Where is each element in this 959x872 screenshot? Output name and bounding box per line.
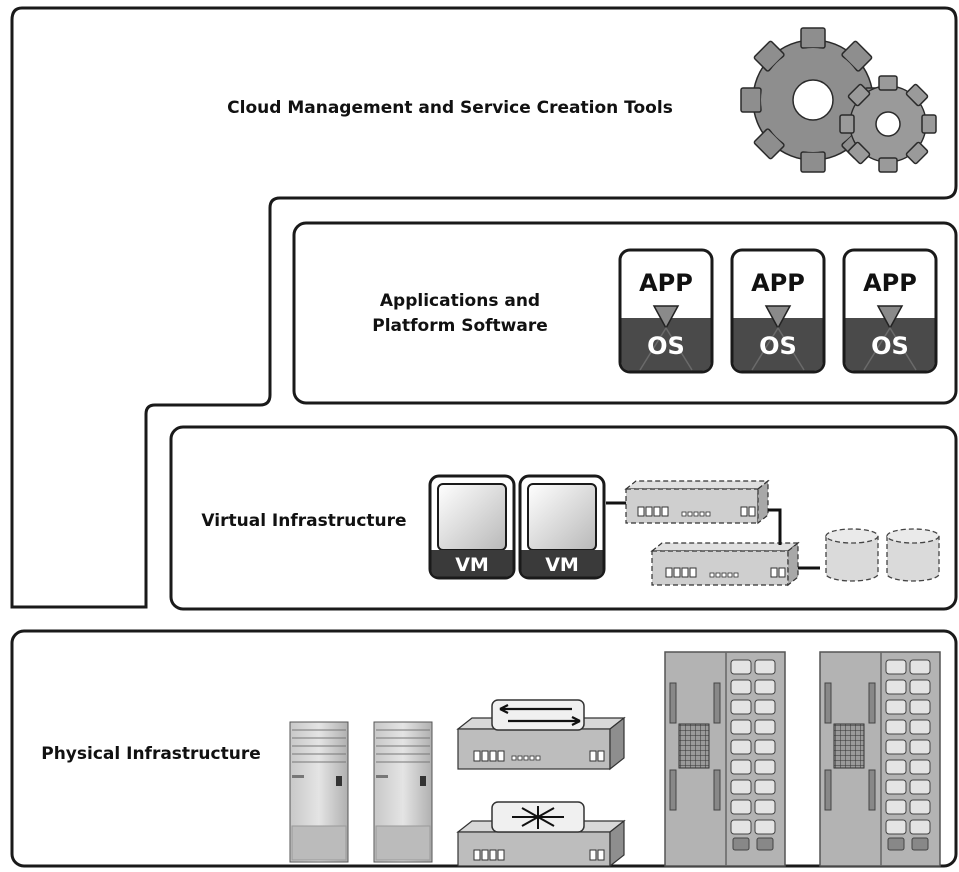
gears-icon bbox=[740, 27, 937, 173]
storage-rack-icon bbox=[819, 651, 941, 867]
os-label: OS bbox=[759, 332, 797, 360]
app-os-stack bbox=[730, 248, 826, 374]
vm-label: VM bbox=[545, 554, 579, 576]
app-os-stack bbox=[618, 248, 714, 374]
os-label: OS bbox=[871, 332, 909, 360]
switch-icon bbox=[456, 699, 626, 771]
server-tower-icon bbox=[289, 721, 349, 863]
vm-label: VM bbox=[455, 554, 489, 576]
virtual-disk-icon bbox=[825, 528, 879, 582]
app-label: APP bbox=[751, 269, 805, 297]
virtual-disk-icon bbox=[886, 528, 940, 582]
router-icon bbox=[456, 801, 626, 868]
server-tower-icon bbox=[373, 721, 433, 863]
vm-icons bbox=[428, 474, 606, 580]
virtual-infrastructure-label: Virtual Infrastructure bbox=[201, 511, 407, 531]
app-os-stacks bbox=[618, 248, 938, 374]
virtual-switch-icon bbox=[606, 479, 770, 525]
physical-infrastructure-label: Physical Infrastructure bbox=[41, 744, 261, 764]
applications-label-line2: Platform Software bbox=[372, 316, 548, 336]
virtual-switch-icon bbox=[650, 508, 820, 587]
cloud-management-layer bbox=[10, 6, 958, 609]
app-label: APP bbox=[863, 269, 917, 297]
os-label: OS bbox=[647, 332, 685, 360]
cloud-management-label: Cloud Management and Service Creation To… bbox=[227, 98, 673, 118]
app-label: APP bbox=[639, 269, 693, 297]
app-os-stack bbox=[842, 248, 938, 374]
storage-rack-icon bbox=[664, 651, 786, 867]
applications-label-line1: Applications and bbox=[379, 291, 541, 311]
